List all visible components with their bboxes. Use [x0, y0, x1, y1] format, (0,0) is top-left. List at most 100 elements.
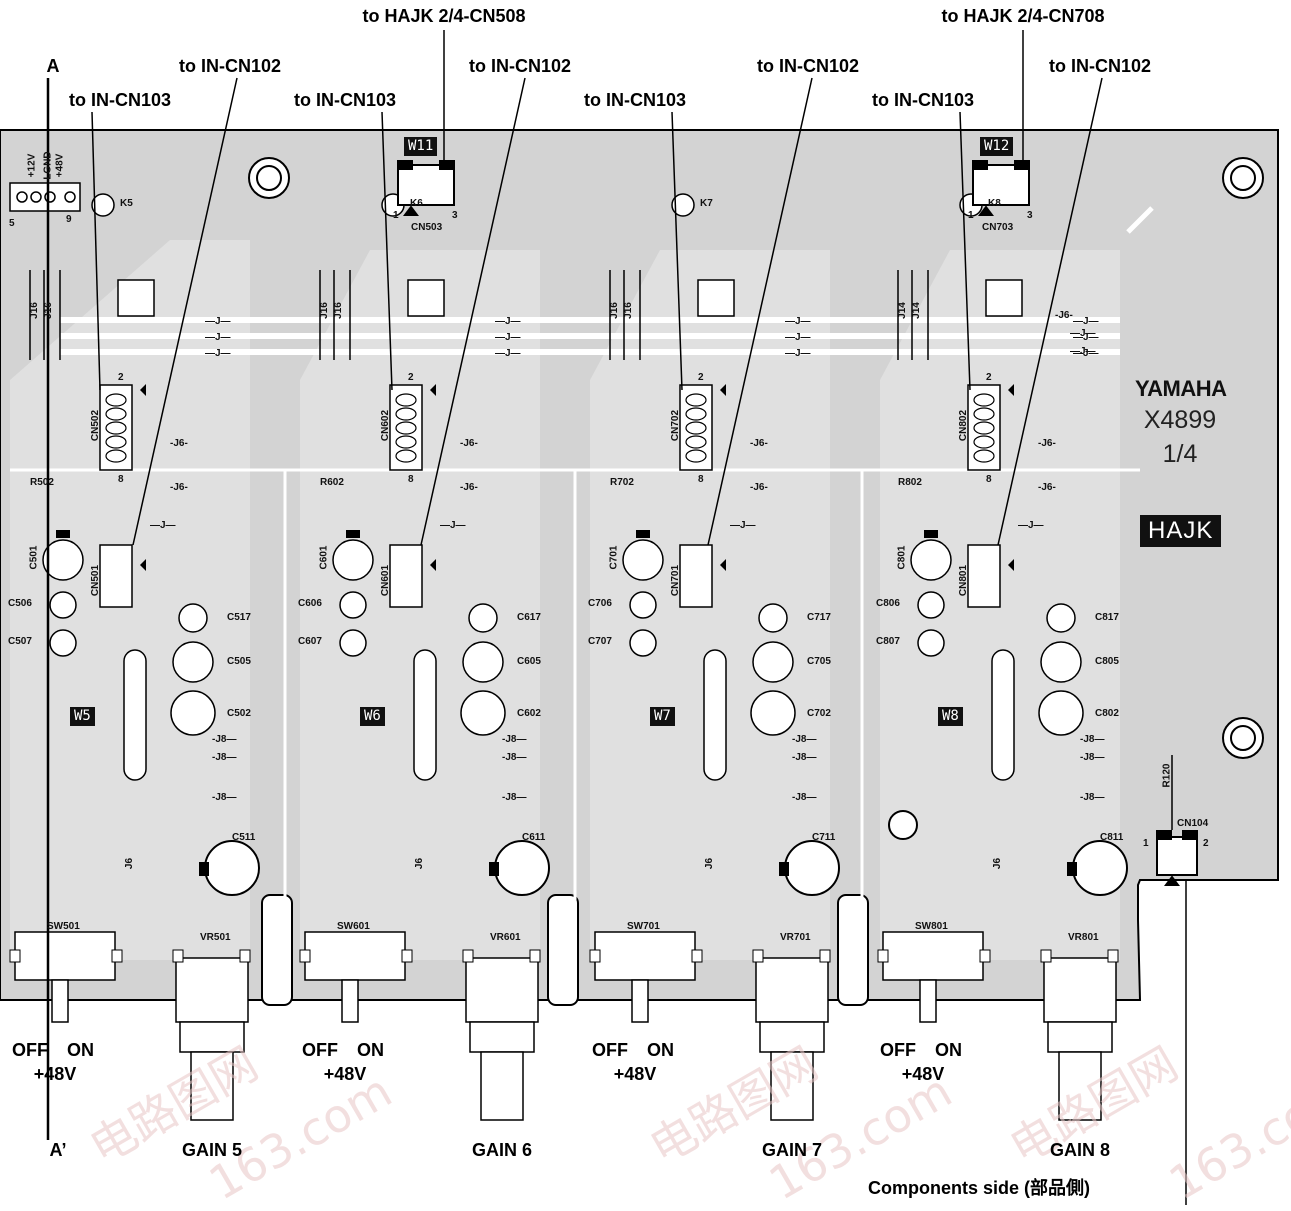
header-pin-label: LGND [42, 151, 54, 180]
small-connector [389, 544, 423, 608]
pin-ref: 3 [1027, 210, 1033, 221]
pot-shaft [190, 1051, 234, 1121]
label-section-a: A [46, 56, 60, 76]
components-side-label: Components side (部品側) [868, 1178, 1091, 1198]
cn503-label: CN503 [411, 222, 443, 233]
switch-body [304, 931, 406, 981]
jumper-j16 [29, 270, 61, 360]
capacitor [42, 539, 84, 581]
header-connector [389, 384, 423, 471]
capacitor [629, 591, 657, 619]
header-pin-label: 5 [9, 218, 15, 229]
label-in-cn102: to IN-CN102 [756, 56, 860, 76]
yamaha-logo: YAMAHA [1135, 376, 1227, 401]
gain-label: GAIN 8 [1049, 1140, 1111, 1160]
cn703-label: CN703 [982, 222, 1014, 233]
channel-5 [9, 193, 260, 1121]
jumper-ref: -J6- [460, 482, 478, 493]
cap-ref: C711 [812, 832, 836, 843]
gain-label: GAIN 6 [471, 1140, 533, 1160]
phantom-label: +48V [901, 1064, 945, 1084]
cap-ref: C617 [517, 612, 541, 623]
pin-ref: 8 [986, 474, 992, 485]
pin-ref: 1 [968, 210, 974, 221]
switch-on-label: ON [67, 1040, 94, 1060]
connector-ref: CN802 [958, 409, 970, 442]
w11-connector [397, 160, 455, 216]
capacitor [332, 539, 374, 581]
jumper-ref: J16 [332, 302, 344, 319]
cn104-pin1: 1 [1143, 838, 1149, 849]
jumper-ref: J6 [992, 857, 1004, 870]
cap-ref: C717 [807, 612, 831, 623]
phantom-label: +48V [323, 1064, 367, 1084]
connector-ref: CN601 [380, 564, 392, 597]
pot-body [175, 957, 249, 1023]
jumper-ref: —J— [205, 316, 231, 327]
capacitor [917, 629, 945, 657]
capacitor [178, 603, 208, 633]
capacitor [468, 603, 498, 633]
relay-pad [671, 193, 695, 217]
jumper-ref: -J8— [502, 734, 527, 745]
header-connector [967, 384, 1001, 471]
switch-actuator [51, 979, 69, 1023]
capacitor [1046, 603, 1076, 633]
pin-ref: 2 [986, 372, 992, 383]
board-name-badge: HAJK [1140, 515, 1222, 547]
cap-ref: C817 [1095, 612, 1119, 623]
switch-actuator [919, 979, 937, 1023]
label-in-cn102: to IN-CN102 [1048, 56, 1152, 76]
header-pin-label: +48V [54, 153, 66, 178]
pin-ref: 2 [118, 372, 124, 383]
cap-ref: C601 [318, 545, 330, 570]
switch-actuator [341, 979, 359, 1023]
label-section-a-prime: A’ [49, 1140, 67, 1160]
capacitor [172, 641, 214, 683]
label-in-cn102: to IN-CN102 [178, 56, 282, 76]
capacitor-large [784, 840, 840, 896]
pot-shaft [770, 1051, 814, 1121]
jumper-ref: —J— [495, 332, 521, 343]
jumper-ref: J6 [414, 857, 426, 870]
cap-ref: C606 [298, 598, 322, 609]
cap-ref: C702 [807, 708, 831, 719]
channel-6 [299, 193, 550, 1121]
cap-ref: C801 [896, 545, 908, 570]
cap-ref: C706 [588, 598, 612, 609]
connector-ref: CN602 [380, 409, 392, 442]
label-in-cn103: to IN-CN103 [68, 90, 172, 110]
gain-label: GAIN 5 [181, 1140, 243, 1160]
pin-ref: 2 [408, 372, 414, 383]
label-in-cn103: to IN-CN103 [871, 90, 975, 110]
jumper-ref: -J6- [170, 482, 188, 493]
jumper-ref: J16 [608, 302, 620, 319]
capacitor [750, 690, 796, 736]
cap-ref: C502 [227, 708, 251, 719]
jumper-ref: -J6- [1038, 482, 1056, 493]
jumper-ref: J14 [896, 302, 908, 319]
jumper-ref: -J6- [750, 482, 768, 493]
cn104-pin2: 2 [1203, 838, 1209, 849]
connector-ref: CN502 [90, 409, 102, 442]
relay-ref: K5 [120, 198, 133, 209]
pot-body [1043, 957, 1117, 1023]
pot-shaft [1058, 1051, 1102, 1121]
capacitor [339, 591, 367, 619]
switch-on-label: ON [357, 1040, 384, 1060]
switch-ref: SW801 [915, 921, 948, 932]
capacitor [622, 539, 664, 581]
pin-ref: 8 [408, 474, 414, 485]
jumper-ref: -J8— [1080, 752, 1105, 763]
pad-square [697, 279, 735, 317]
slot [413, 649, 437, 781]
connector-ref: CN501 [90, 564, 102, 597]
resistor-ref: R602 [320, 477, 344, 488]
small-connector [967, 544, 1001, 608]
pot-ref: VR801 [1068, 932, 1099, 943]
wire-tag: W5 [70, 707, 95, 726]
header-pin-label: +12V [26, 153, 38, 178]
leader-lines [91, 30, 1103, 546]
jumper-ref: -J8— [212, 734, 237, 745]
